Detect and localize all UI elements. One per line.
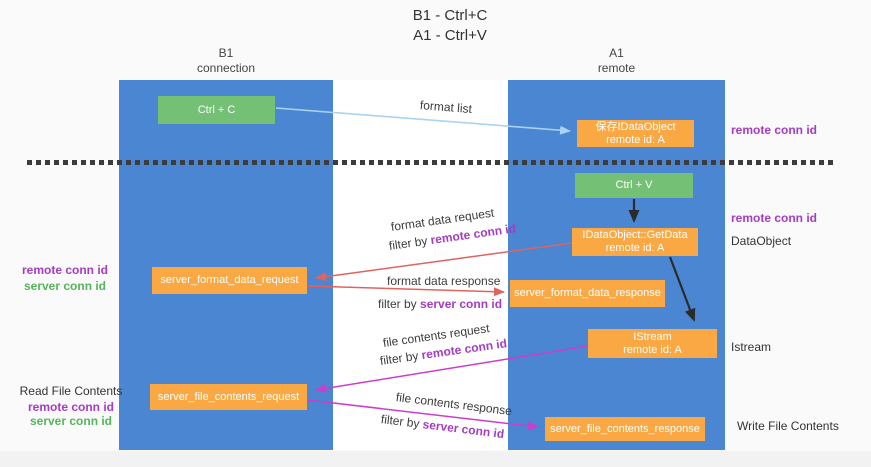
save-idataobject-node: 保存IDataObject remote id: A: [577, 120, 694, 147]
left-server-conn-id-bottom: server conn id: [29, 414, 113, 428]
server-file-contents-response-node: server_file_contents_response: [545, 417, 705, 441]
idataobject-getdata-node: IDataObject::GetData remote id: A: [572, 228, 698, 256]
istream-annotation: Istream: [731, 340, 772, 354]
ctrl-c-label: Ctrl + C: [197, 103, 236, 116]
save-idataobject-line2: remote id: A: [606, 133, 665, 146]
getdata-line1: IDataObject::GetData: [582, 229, 688, 241]
istream-line1: IStream: [633, 330, 672, 343]
lifeline-a1-subtitle: remote: [597, 61, 636, 75]
format-data-response-label: format data response: [387, 274, 501, 288]
server-format-data-request-node: server_format_data_request: [152, 267, 307, 294]
left-remote-conn-id-bottom: remote conn id: [27, 400, 114, 414]
boundary-dashed-line: [27, 160, 833, 165]
right-remote-conn-id-top: remote conn id: [731, 123, 818, 137]
left-server-conn-id-top: server conn id: [23, 279, 107, 293]
left-remote-conn-id-top: remote conn id: [21, 263, 108, 277]
right-remote-conn-id-mid: remote conn id: [731, 211, 818, 225]
server-format-data-response-label: server_format_data_response: [514, 287, 661, 299]
read-file-contents-annotation: Read File Contents: [19, 384, 123, 398]
server-conn-id-key: server conn id: [420, 297, 503, 311]
format-data-response-filter-label: filter by server conn id: [378, 297, 502, 311]
ctrl-c-node: Ctrl + C: [158, 96, 275, 124]
left-conn-id-block-bottom: Read File Contents remote conn id server…: [6, 383, 136, 428]
lifeline-b1-subtitle: connection: [196, 61, 256, 75]
ctrl-v-label: Ctrl + V: [615, 179, 653, 191]
save-idataobject-line1: 保存IDataObject: [595, 120, 676, 133]
server-format-data-response-node: server_format_data_response: [510, 280, 665, 307]
lifeline-a1-name: A1: [609, 46, 624, 60]
server-file-contents-request-node: server_file_contents_request: [150, 384, 307, 410]
istream-node: IStream remote id: A: [588, 329, 717, 358]
dataobject-annotation: DataObject: [731, 234, 792, 248]
title-line-1: B1 - Ctrl+C: [412, 7, 488, 24]
lifeline-b1-header: B1 connection: [119, 46, 333, 76]
write-file-contents-annotation: Write File Contents: [737, 419, 839, 433]
server-format-data-request-label: server_format_data_request: [160, 274, 299, 286]
lifeline-a1-header: A1 remote: [508, 46, 725, 76]
diagram-title: B1 - Ctrl+C A1 - Ctrl+V: [30, 6, 870, 46]
lifeline-b1-name: B1: [218, 46, 234, 60]
filter-by-text: filter by: [378, 297, 421, 311]
getdata-line2: remote id: A: [605, 242, 665, 254]
server-file-contents-request-label: server_file_contents_request: [157, 390, 300, 403]
bottom-strip: [0, 451, 871, 467]
ctrl-v-node: Ctrl + V: [575, 173, 693, 198]
title-line-2: A1 - Ctrl+V: [413, 27, 487, 44]
left-conn-id-block-top: remote conn id server conn id: [0, 262, 130, 294]
istream-line2: remote id: A: [623, 343, 682, 356]
server-file-contents-response-label: server_file_contents_response: [550, 422, 700, 435]
